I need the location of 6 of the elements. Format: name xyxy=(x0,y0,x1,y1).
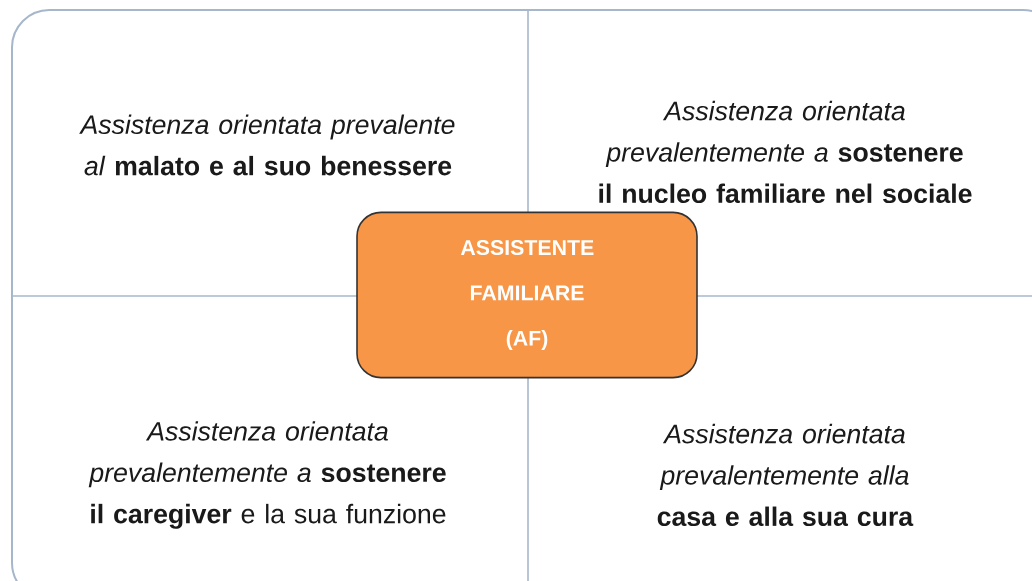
quadrant-text: Assistenza orientata prevalentemente a sostenere il nucleo familiare nel sociale xyxy=(599,100,972,204)
quadrant-text: Assistenza orientata prevalentemente a sostenere il caregiver e la sua funzione xyxy=(88,421,446,529)
quadrant-text: Assistenza orientata prevalente al malato e al suo benessere xyxy=(79,114,455,176)
frame-box xyxy=(11,9,1032,581)
quadrant-text: Assistenza orientata prevalentemente alla casa e alla sua cura xyxy=(657,423,914,527)
center-box: ASSISTENTE FAMILIARE (AF) xyxy=(356,211,698,379)
